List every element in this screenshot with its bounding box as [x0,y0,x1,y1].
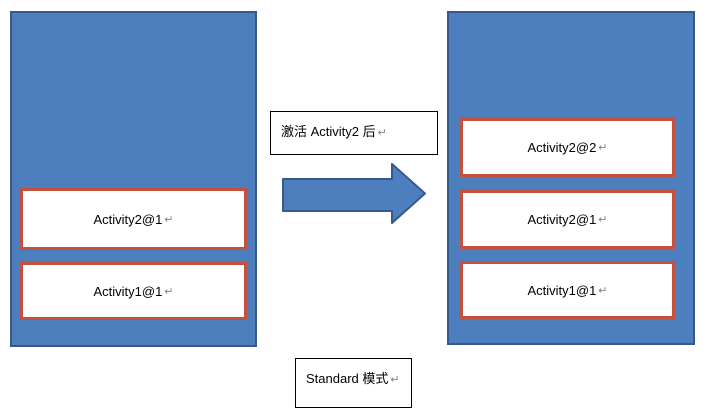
activity-label: Activity2@2 [527,140,597,155]
return-mark: ↵ [390,374,400,386]
left-activity-box-activity2-1: Activity2@1↵ [20,188,247,250]
right-arrow [282,163,426,224]
right-arrow-shape [282,163,426,224]
return-mark: ↵ [164,213,174,226]
activity-label: Activity2@1 [527,212,597,227]
left-activity-box-activity1-1: Activity1@1↵ [20,262,247,320]
return-mark: ↵ [598,284,608,297]
caption-box: Standard 模式↵ [295,358,412,408]
activity-label: Activity2@1 [93,211,163,227]
transition-label: 激活 Activity2 后 [281,124,376,139]
right-activity-box-activity1-1: Activity1@1↵ [460,261,675,319]
right-activity-box-activity2-1: Activity2@1↵ [460,190,675,249]
return-mark: ↵ [598,214,608,226]
return-mark: ↵ [598,142,608,154]
activity-label: Activity1@1 [527,282,597,298]
return-mark: ↵ [377,127,387,139]
caption-label: Standard 模式 [306,371,389,386]
right-activity-box-activity2-2: Activity2@2↵ [460,118,675,177]
return-mark: ↵ [164,285,174,298]
transition-label-box: 激活 Activity2 后↵ [270,111,438,155]
activity-label: Activity1@1 [93,283,163,299]
